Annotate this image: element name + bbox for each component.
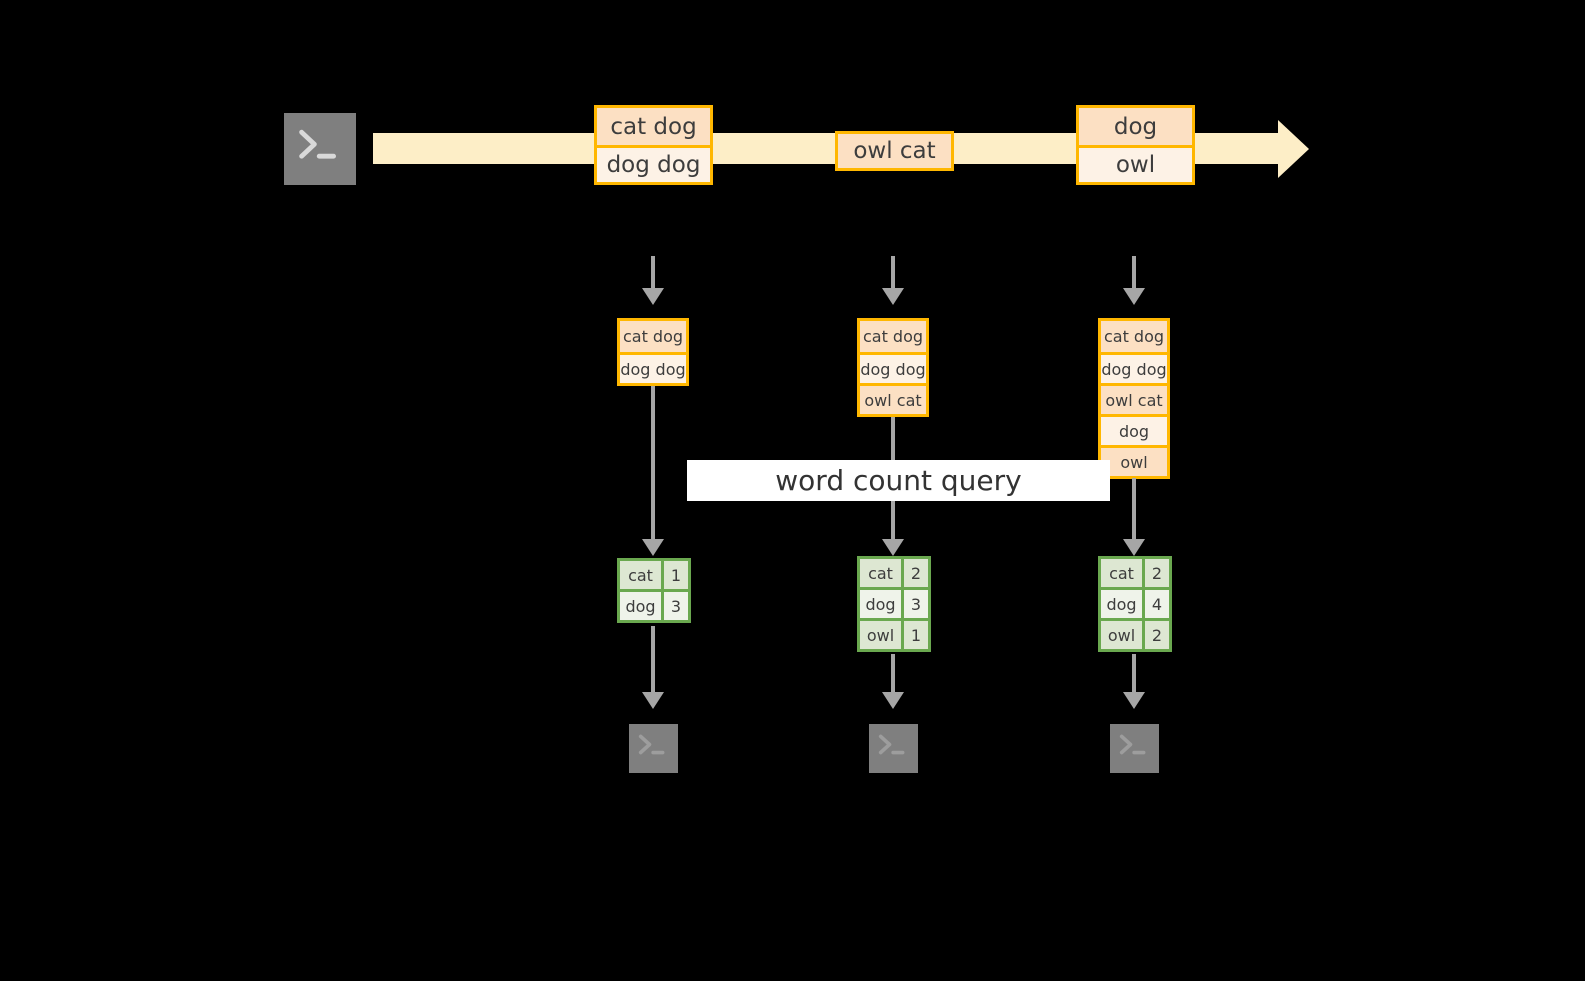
query-label-band: word count query [687, 460, 1110, 501]
snapshot-record: owl [1101, 445, 1167, 476]
query-line-3 [1132, 478, 1136, 539]
stream-record: dog [1079, 108, 1192, 145]
query-label-text: word count query [775, 464, 1022, 497]
terminal-prompt-icon [299, 129, 336, 159]
count-table-2: cat 2 dog 3 owl 1 [857, 556, 931, 652]
count-word: cat [858, 557, 903, 589]
query-arrowhead-3 [1123, 539, 1145, 556]
sink-line-1 [651, 626, 655, 692]
count-word: cat [618, 559, 663, 591]
count-value: 1 [661, 559, 690, 591]
sink-terminal-icon-3 [1101, 715, 1168, 782]
table-row: cat 2 [1099, 557, 1171, 589]
stream-tap-line-2 [891, 256, 895, 288]
count-word: dog [858, 587, 903, 620]
snapshot-record: cat dog [620, 321, 686, 352]
table-row: owl 1 [858, 618, 930, 651]
snapshot-record: dog dog [1101, 352, 1167, 383]
table-row: owl 2 [1099, 618, 1171, 651]
sink-line-2 [891, 654, 895, 692]
source-terminal-icon [275, 104, 365, 194]
sink-terminal-icon-1 [620, 715, 687, 782]
table-row: dog 3 [858, 587, 930, 620]
count-table-3: cat 2 dog 4 owl 2 [1098, 556, 1172, 652]
sink-arrowhead-2 [882, 692, 904, 709]
sink-line-3 [1132, 654, 1136, 692]
stream-record: dog dog [597, 145, 710, 182]
snapshot-record: dog [1101, 414, 1167, 445]
count-value: 3 [661, 589, 690, 622]
table-row: dog 4 [1099, 587, 1171, 620]
snapshot-record: owl cat [860, 383, 926, 414]
sink-arrowhead-1 [642, 692, 664, 709]
count-table-1: cat 1 dog 3 [617, 558, 691, 623]
snapshot-record: dog dog [860, 352, 926, 383]
count-value: 2 [901, 557, 930, 589]
stream-group-1: cat dog dog dog [594, 105, 713, 185]
stream-record: cat dog [597, 108, 710, 145]
terminal-prompt-icon [878, 734, 905, 755]
snapshot-record: dog dog [620, 352, 686, 383]
table-row: cat 2 [858, 557, 930, 589]
sink-terminal-icon-2 [860, 715, 927, 782]
query-line-1 [651, 386, 655, 539]
query-arrowhead-2 [882, 539, 904, 556]
query-arrowhead-1 [642, 539, 664, 556]
snapshot-records-3: cat dog dog dog owl cat dog owl [1098, 318, 1170, 479]
stream-tap-line-1 [651, 256, 655, 288]
snapshot-record: owl cat [1101, 383, 1167, 414]
count-word: dog [618, 589, 663, 622]
count-word: owl [1099, 618, 1144, 651]
stream-tap-arrowhead-3 [1123, 288, 1145, 305]
snapshot-record: cat dog [860, 321, 926, 352]
count-word: owl [858, 618, 903, 651]
count-value: 2 [1142, 557, 1171, 589]
count-word: cat [1099, 557, 1144, 589]
stream-group-2: owl cat [835, 131, 954, 171]
table-row: dog 3 [618, 589, 690, 622]
snapshot-records-2: cat dog dog dog owl cat [857, 318, 929, 417]
table-row: cat 1 [618, 559, 690, 591]
count-value: 1 [901, 618, 930, 651]
snapshot-records-1: cat dog dog dog [617, 318, 689, 386]
stream-tap-line-3 [1132, 256, 1136, 288]
snapshot-record: cat dog [1101, 321, 1167, 352]
sink-arrowhead-3 [1123, 692, 1145, 709]
stream-group-3: dog owl [1076, 105, 1195, 185]
count-value: 3 [901, 587, 930, 620]
stream-tap-arrowhead-1 [642, 288, 664, 305]
count-word: dog [1099, 587, 1144, 620]
stream-tap-arrowhead-2 [882, 288, 904, 305]
terminal-prompt-icon [1119, 734, 1146, 755]
stream-record: owl cat [838, 134, 951, 168]
count-value: 2 [1142, 618, 1171, 651]
stream-record: owl [1079, 145, 1192, 182]
stream-arrowhead [1278, 120, 1309, 178]
terminal-prompt-icon [638, 734, 665, 755]
count-value: 4 [1142, 587, 1171, 620]
